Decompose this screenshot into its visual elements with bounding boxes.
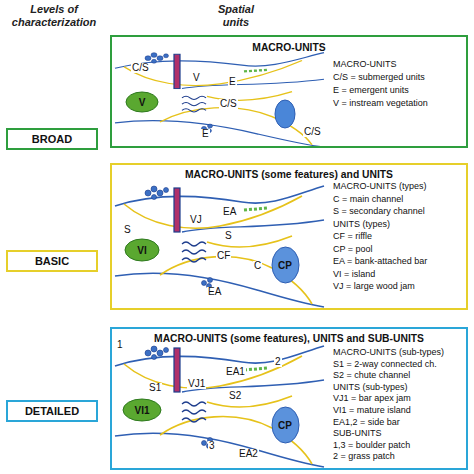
legend-line: C/S = submerged units bbox=[333, 73, 425, 83]
legend-line: EA1,2 = side bar bbox=[333, 418, 400, 428]
legend-line: CP = pool bbox=[333, 245, 373, 255]
unit-label: EA1 bbox=[225, 367, 246, 377]
unit-ellipse: VI1 bbox=[122, 398, 162, 422]
ellipse-shape bbox=[272, 407, 299, 443]
level-box: BROAD bbox=[6, 128, 98, 150]
unit-code: CP bbox=[278, 260, 292, 271]
unit-code: VI bbox=[137, 245, 146, 256]
legend-line: CF = riffle bbox=[333, 232, 372, 242]
unit-label: 2 bbox=[274, 357, 282, 367]
legend-line: VI1 = mature island bbox=[333, 406, 411, 416]
legend-line: S = secondary channel bbox=[333, 207, 425, 217]
unit-label: S bbox=[123, 225, 132, 235]
legend-line: S2 = chute channel bbox=[333, 371, 410, 381]
panel-title: MACRO-UNITS (some features) and UNITS bbox=[112, 169, 466, 180]
level-name: DETAILED bbox=[25, 405, 79, 417]
legend-line: C = main channel bbox=[333, 195, 403, 205]
column-heading: Levels of characterization bbox=[2, 3, 106, 29]
ellipse-shape bbox=[123, 399, 161, 421]
unit-label: EA bbox=[222, 207, 237, 217]
legend-line: 2 = grass patch bbox=[333, 452, 395, 462]
level-name: BROAD bbox=[32, 133, 72, 145]
unit-label: E bbox=[228, 77, 237, 87]
unit-label: VJ bbox=[189, 215, 203, 225]
unit-label: S1 bbox=[148, 383, 162, 393]
ellipse-shape bbox=[272, 247, 299, 283]
unit-label: S2 bbox=[228, 391, 242, 401]
unit-label: CF bbox=[216, 251, 231, 261]
unit-code: V bbox=[139, 97, 146, 108]
legend-line: VI = island bbox=[333, 270, 375, 280]
unit-label: C bbox=[253, 261, 262, 271]
unit-label: S bbox=[224, 231, 233, 241]
river-sketch bbox=[115, 53, 324, 147]
unit-label: C/S bbox=[131, 63, 150, 73]
legend-line: V = instream vegetation bbox=[333, 99, 428, 109]
river-sketch bbox=[115, 346, 324, 467]
unit-label: 1 bbox=[116, 340, 124, 350]
level-box: BASIC bbox=[6, 250, 98, 272]
unit-label: E bbox=[201, 129, 210, 139]
level-box: DETAILED bbox=[6, 400, 98, 422]
unit-ellipse: CP bbox=[271, 406, 300, 444]
legend-line: UNITS (types) bbox=[333, 220, 390, 230]
unit-ellipse: CP bbox=[271, 246, 300, 284]
legend-line: EA = bank-attached bar bbox=[333, 257, 427, 267]
legend-line: VJ = large wood jam bbox=[333, 282, 415, 292]
unit-label: 3 bbox=[208, 441, 216, 451]
panel-title: MACRO-UNITS (some features), UNITS and S… bbox=[112, 333, 466, 344]
unit-code: VI1 bbox=[134, 405, 149, 416]
legend-line: E = emergent units bbox=[333, 86, 409, 96]
legend-line: MACRO-UNITS bbox=[333, 60, 397, 70]
legend-line: S1 = 2-way connected ch. bbox=[333, 360, 437, 370]
unit-label: C/S bbox=[219, 99, 238, 109]
spatial-panel: MACRO-UNITS (some features) and UNITS MAC… bbox=[110, 163, 468, 310]
unit-label: C/S bbox=[303, 127, 322, 137]
unit-label: V bbox=[192, 73, 201, 83]
legend-line: SUB-UNITS bbox=[333, 429, 382, 439]
legend-line: MACRO-UNITS (types) bbox=[333, 182, 427, 192]
legend-line: MACRO-UNITS (sub-types) bbox=[333, 348, 444, 358]
panel-title: MACRO-UNITS bbox=[112, 42, 466, 53]
unit-code: CP bbox=[278, 420, 292, 431]
unit-ellipse: VI bbox=[124, 238, 160, 262]
unit-label: EA2 bbox=[238, 449, 259, 459]
unit-label: EA bbox=[207, 287, 222, 297]
legend-line: VJ1 = bar apex jam bbox=[333, 394, 411, 404]
river-sketch bbox=[115, 186, 324, 307]
pool-shape bbox=[275, 100, 295, 128]
ellipse-shape bbox=[126, 92, 158, 112]
legend-line: UNITS (sub-types) bbox=[333, 383, 408, 393]
level-name: BASIC bbox=[35, 255, 69, 267]
spatial-panel: MACRO-UNITS MACRO-UNITS C/S = submerged un… bbox=[110, 35, 468, 148]
legend-line: 1,3 = boulder patch bbox=[333, 441, 410, 451]
column-heading: Spatial units bbox=[206, 3, 266, 29]
unit-label: VJ1 bbox=[187, 379, 206, 389]
unit-ellipse: V bbox=[125, 91, 159, 113]
spatial-panel: MACRO-UNITS (some features), UNITS and S… bbox=[110, 327, 468, 470]
ellipse-shape bbox=[125, 239, 159, 261]
